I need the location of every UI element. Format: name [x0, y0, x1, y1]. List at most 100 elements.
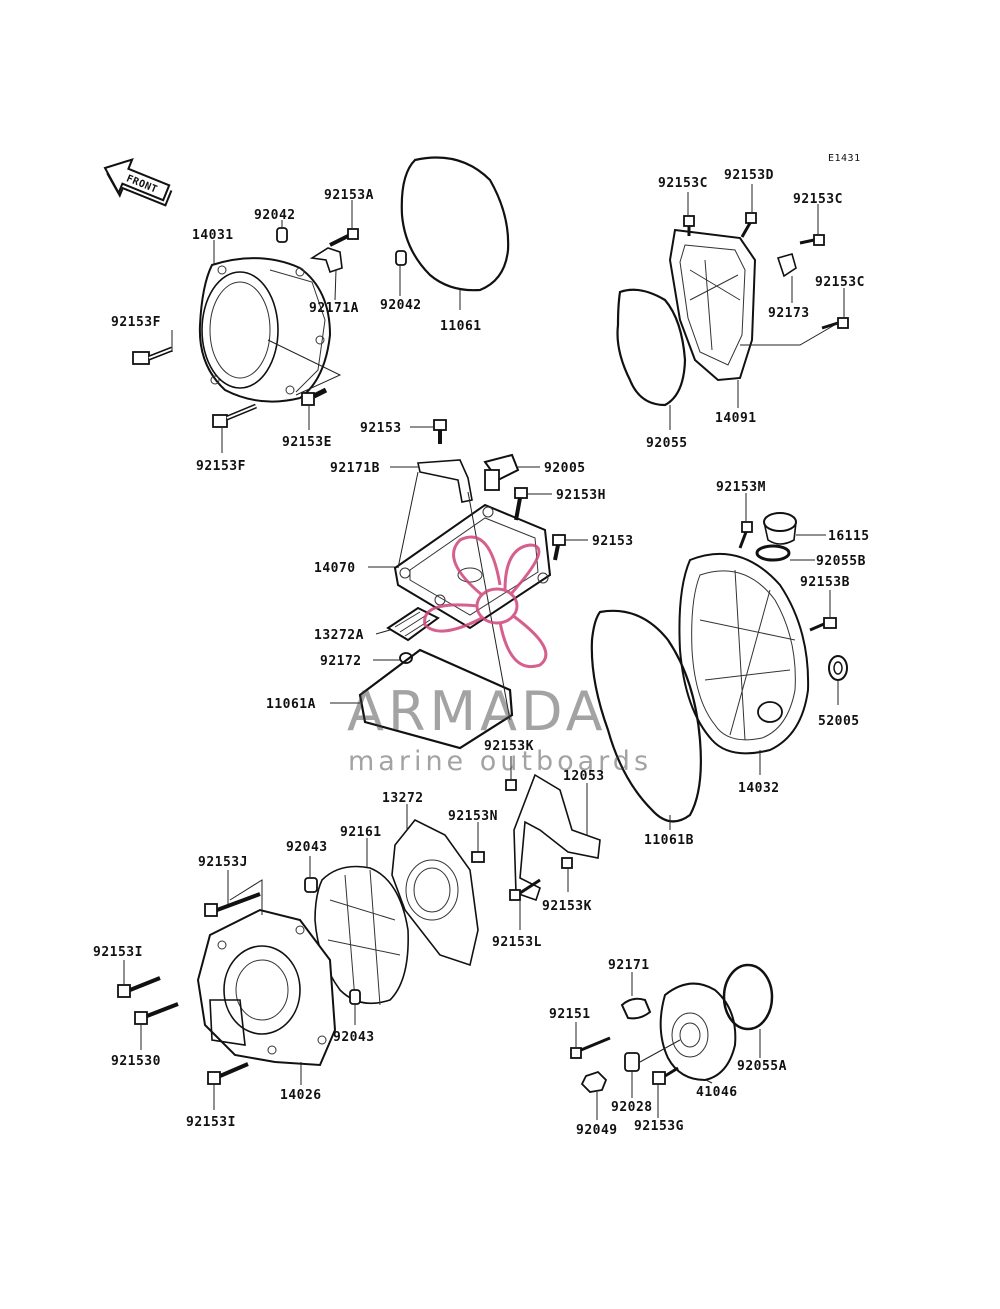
label-92153E: 92153E	[282, 435, 332, 450]
label-92173: 92173	[768, 306, 810, 321]
label-92153B: 92153B	[800, 575, 850, 590]
label-92153N: 92153N	[448, 809, 498, 824]
label-92153-mid: 92153	[592, 534, 634, 549]
leader-lines-bottom-left	[123, 804, 408, 1110]
cap-92171	[620, 997, 652, 1020]
label-92042-a: 92042	[254, 208, 296, 223]
clamp-92171A	[309, 247, 343, 274]
label-92005: 92005	[544, 461, 586, 476]
leader-lines-right	[669, 493, 839, 830]
part-labels: 92153A 92042 14031 92171A 92042 11061 92…	[93, 168, 870, 1138]
leader-lines-bottom-right	[575, 972, 761, 1120]
label-92153F-lower: 92153F	[196, 459, 246, 474]
oring-92055A	[722, 963, 774, 1031]
label-92153A: 92153A	[324, 188, 374, 203]
collar-92028	[624, 1052, 640, 1072]
label-92171: 92171	[608, 958, 650, 973]
bolt-92153M	[738, 521, 753, 549]
label-92153C-a: 92153C	[658, 176, 708, 191]
label-11061B: 11061B	[644, 833, 694, 848]
bolt-92153-mid	[552, 534, 566, 561]
nut-92049	[580, 1070, 608, 1093]
gasket-11061A	[358, 648, 514, 750]
label-92043-b: 92043	[333, 1030, 375, 1045]
label-92043-a: 92043	[286, 840, 328, 855]
dowel-92042-a	[276, 227, 288, 243]
label-92153D: 92153D	[724, 168, 774, 183]
leader-lines-top-left	[171, 200, 461, 453]
plate-92171B	[417, 459, 473, 503]
label-12053: 12053	[563, 769, 605, 784]
dowel-92043-b	[349, 989, 361, 1005]
label-92153H: 92153H	[556, 488, 606, 503]
label-92042-b: 92042	[380, 298, 422, 313]
watermark-title: ARMADA	[347, 680, 607, 743]
label-92153K-a: 92153K	[484, 739, 534, 754]
label-11061A: 11061A	[266, 697, 316, 712]
label-16115: 16115	[828, 529, 870, 544]
gasket-11061B	[590, 609, 702, 823]
gasket-11061	[400, 156, 510, 292]
label-92153-top: 92153	[360, 421, 402, 436]
bolt-92153F-lower	[212, 403, 257, 428]
bolt-92153-top	[433, 419, 447, 444]
label-41046: 41046	[696, 1085, 738, 1100]
label-92055: 92055	[646, 436, 688, 451]
cover-14032	[678, 552, 810, 755]
cap-16115	[763, 512, 797, 545]
seal-52005	[828, 655, 848, 681]
label-92151: 92151	[549, 1007, 591, 1022]
bolt-92153K-a	[505, 779, 517, 791]
cover-14091	[668, 228, 757, 382]
label-92153M: 92153M	[716, 480, 766, 495]
bolt-92153G	[652, 1066, 679, 1085]
bolt-921530	[134, 1002, 179, 1025]
label-92049: 92049	[576, 1123, 618, 1138]
label-92153C-b: 92153C	[793, 192, 843, 207]
label-92161: 92161	[340, 825, 382, 840]
leader-lines-center	[330, 426, 588, 721]
bolt-92153C-b	[799, 234, 825, 246]
propeller-icon	[423, 535, 548, 668]
diagram-id: E1431	[828, 153, 861, 164]
bolt-92153C-c	[821, 317, 849, 330]
label-92055B: 92055B	[816, 554, 866, 569]
label-13272A: 13272A	[314, 628, 364, 643]
label-92153I-lower: 92153I	[186, 1115, 236, 1130]
clip-92173	[776, 253, 797, 278]
label-14091: 14091	[715, 411, 757, 426]
bolt-92153B	[809, 617, 837, 632]
washer-92172	[399, 652, 413, 664]
bolt-92153F-upper	[132, 346, 173, 365]
label-14031: 14031	[192, 228, 234, 243]
label-52005: 52005	[818, 714, 860, 729]
oring-92055B	[755, 544, 791, 562]
label-92172: 92172	[320, 654, 362, 669]
label-92171A: 92171A	[309, 301, 359, 316]
label-921530: 921530	[111, 1054, 161, 1069]
label-92028: 92028	[611, 1100, 653, 1115]
fitting-92005	[483, 453, 520, 491]
armada-logo-watermark: ARMADA marine outboards	[347, 535, 648, 777]
bolt-92151	[570, 1036, 611, 1059]
label-92055A: 92055A	[737, 1059, 787, 1074]
bolt-92153N	[471, 851, 485, 863]
leader-lines-bracket	[477, 756, 588, 930]
bolt-92153K-b	[561, 857, 573, 869]
front-direction-arrow: FRONT	[103, 157, 173, 207]
label-92153J: 92153J	[198, 855, 248, 870]
label-92153K-b: 92153K	[542, 899, 592, 914]
label-92153C-c: 92153C	[815, 275, 865, 290]
bolt-92153J	[204, 892, 261, 917]
label-92153I-upper: 92153I	[93, 945, 143, 960]
bolt-92153H	[514, 487, 528, 521]
bolt-92153I-lower	[207, 1062, 249, 1085]
label-11061: 11061	[440, 319, 482, 334]
label-92171B: 92171B	[330, 461, 380, 476]
label-92153L: 92153L	[492, 935, 542, 950]
label-14026: 14026	[280, 1088, 322, 1103]
plate-13272	[391, 818, 479, 967]
bolt-92153A	[329, 228, 359, 247]
dowel-92043-a	[304, 877, 318, 893]
